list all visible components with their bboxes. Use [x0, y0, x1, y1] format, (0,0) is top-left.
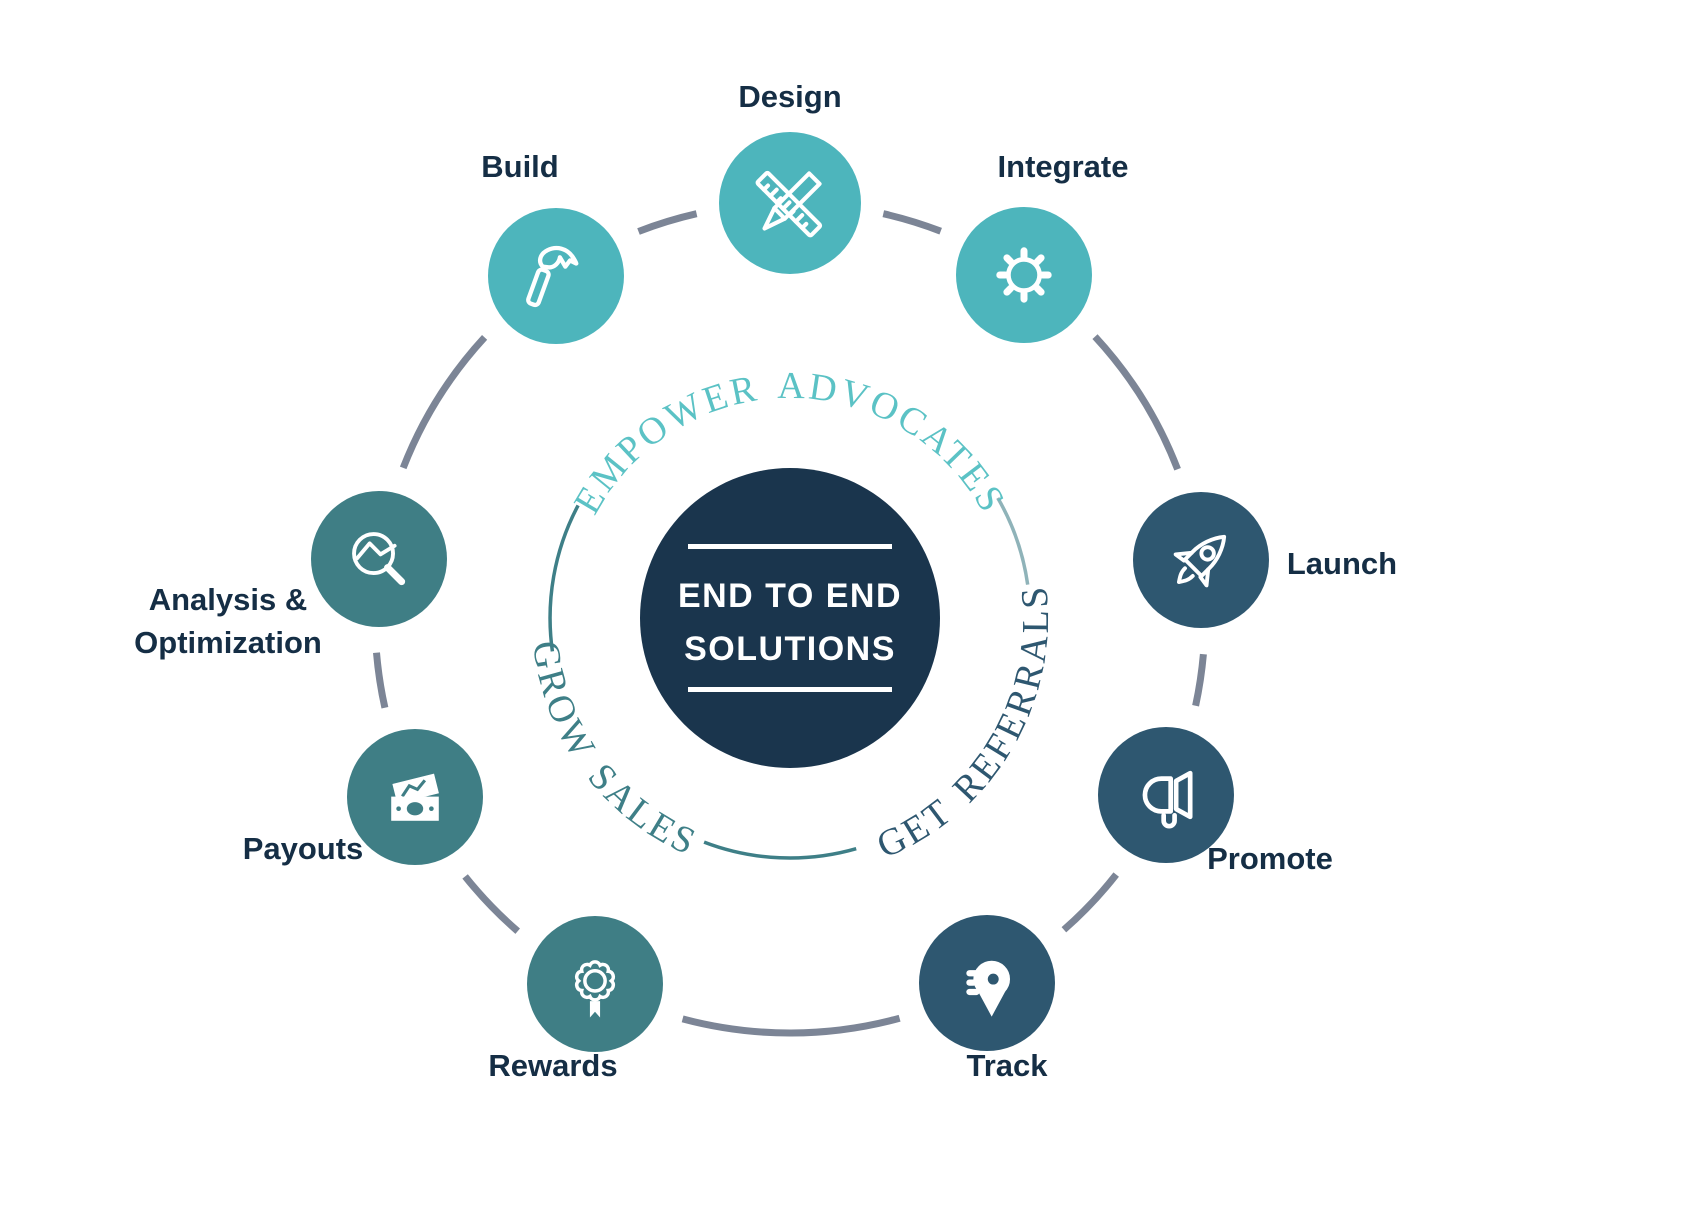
payouts-label: Payouts [243, 831, 364, 866]
rewards-label: Rewards [488, 1048, 617, 1083]
analysis-label-line2: Optimization [134, 625, 322, 660]
integrate-label: Integrate [998, 149, 1129, 184]
analysis-circle [311, 491, 447, 627]
inner-arc-right [996, 497, 1030, 585]
center-title-line1: END TO END [678, 577, 902, 615]
rocket-icon [1173, 534, 1227, 588]
map-pin-icon [966, 960, 1011, 1017]
node-integrate: Integrate [956, 149, 1128, 343]
node-rewards: Rewards [488, 916, 663, 1083]
center-disc [640, 468, 940, 768]
megaphone-icon [1142, 770, 1193, 829]
integrate-circle [956, 207, 1092, 343]
ruler-pencil-icon [755, 170, 823, 238]
node-promote: Promote [1098, 727, 1333, 876]
build-label: Build [481, 149, 559, 184]
launch-circle [1133, 492, 1269, 628]
rewards-circle [527, 916, 663, 1052]
analysis-label-line1: Analysis & [149, 582, 308, 617]
center-title-line2: SOLUTIONS [684, 630, 896, 668]
launch-label: Launch [1287, 546, 1397, 581]
center-top-rule [688, 544, 892, 549]
banknotes-icon [391, 773, 439, 821]
design-label: Design [738, 79, 841, 114]
magnifier-chart-icon [352, 532, 406, 586]
node-launch: Launch [1133, 492, 1397, 628]
promote-circle [1098, 727, 1234, 863]
award-badge-icon [575, 960, 615, 1018]
gear-icon [996, 247, 1052, 303]
promote-label: Promote [1207, 841, 1333, 876]
track-label: Track [966, 1048, 1048, 1083]
outer-ring [373, 210, 1207, 1037]
build-circle [488, 208, 624, 344]
hammer-icon [526, 245, 579, 308]
node-build: Build [481, 149, 624, 344]
center-bottom-rule [688, 687, 892, 692]
inner-arc-left [548, 504, 580, 652]
node-design: Design [719, 79, 861, 274]
node-payouts: Payouts [243, 729, 483, 866]
node-track: Track [919, 915, 1055, 1083]
node-analysis-optimization: Analysis & Optimization [134, 491, 447, 660]
center-circle: END TO END SOLUTIONS [640, 468, 940, 768]
inner-ring-segments [548, 497, 1030, 860]
inner-arc-bottom [703, 840, 857, 860]
